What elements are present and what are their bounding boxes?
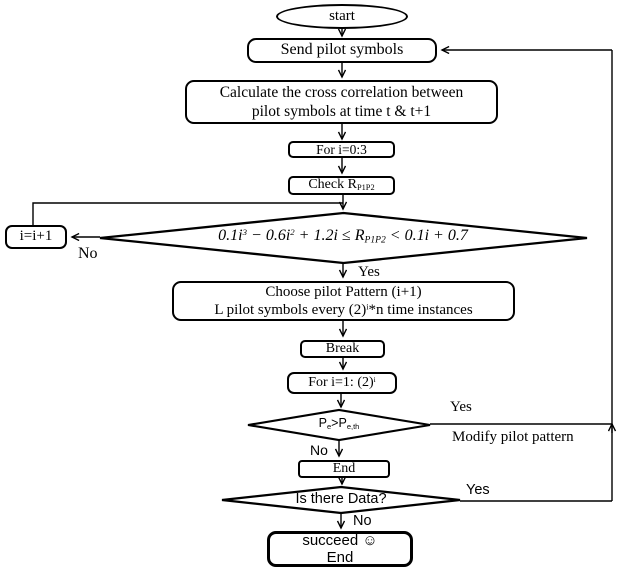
no-pe-label: No xyxy=(310,442,328,458)
condition-formula-text: 0.1i3 − 0.6i2 + 1.2i ≤ RP1P2 < 0.1i + 0.… xyxy=(218,227,468,246)
succeed-line: succeed ☺ xyxy=(302,532,378,549)
pe-check-label: Pe>Pe,th xyxy=(279,416,399,431)
increment-box: i=i+1 xyxy=(5,225,67,249)
no-condition-label: No xyxy=(78,245,98,262)
modify-pilot-pattern-label: Modify pilot pattern xyxy=(452,429,574,445)
end-mid-box: End xyxy=(298,460,390,478)
edge-increment-up xyxy=(32,202,343,225)
for-outer-box: For i=0:3 xyxy=(288,141,395,158)
succeed-end-box: succeed ☺ End xyxy=(267,531,413,567)
choose-pattern-box: Choose pilot Pattern (i+1) L pilot symbo… xyxy=(172,281,515,321)
check-r-label: Check RP1P2 xyxy=(308,177,375,193)
for-inner-box: For i=1: (2)i xyxy=(287,372,397,394)
calc-line1: Calculate the cross correlation between xyxy=(219,84,464,101)
send-pilot-symbols-box: Send pilot symbols xyxy=(247,38,437,63)
data-question-text: Is there Data? xyxy=(295,491,387,507)
check-r-box: Check RP1P2 xyxy=(288,176,395,195)
for-inner-label: For i=1: (2)i xyxy=(308,374,376,390)
calc-cross-correlation-box: Calculate the cross correlation between … xyxy=(185,80,498,124)
condition-diamond xyxy=(99,211,588,265)
start-terminator: start xyxy=(276,4,408,29)
end-mid-label: End xyxy=(332,460,356,476)
choose-pattern-line2: L pilot symbols every (2)i*n time instan… xyxy=(214,302,473,318)
for-outer-label: For i=0:3 xyxy=(316,141,367,157)
pe-diamond xyxy=(247,408,431,442)
pe-check-text: Pe>Pe,th xyxy=(318,416,360,431)
increment-label: i=i+1 xyxy=(19,228,53,245)
condition-formula: 0.1i3 − 0.6i2 + 1.2i ≤ RP1P2 < 0.1i + 0.… xyxy=(148,227,538,245)
send-pilot-symbols-label: Send pilot symbols xyxy=(280,41,404,59)
succeed-end-line: End xyxy=(326,549,354,566)
calc-line2: pilot symbols at time t & t+1 xyxy=(251,103,432,120)
no-data-label: No xyxy=(353,513,372,529)
start-label: start xyxy=(329,7,355,24)
break-box: Break xyxy=(300,340,385,358)
yes-condition-label: Yes xyxy=(358,264,380,280)
data-question-label: Is there Data? xyxy=(281,491,401,508)
data-diamond xyxy=(221,485,461,515)
break-label: Break xyxy=(325,340,360,356)
choose-pattern-line1: Choose pilot Pattern (i+1) xyxy=(265,284,422,300)
yes-pe-label: Yes xyxy=(450,399,472,415)
yes-data-label: Yes xyxy=(466,482,490,498)
